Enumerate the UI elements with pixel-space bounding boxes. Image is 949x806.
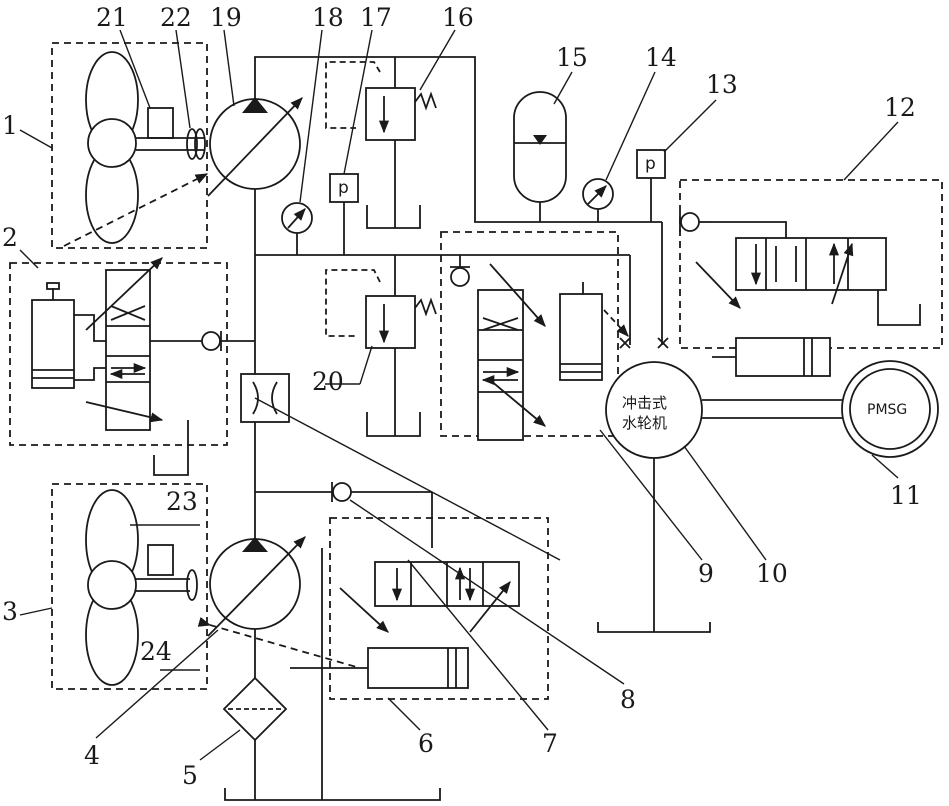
callout-8: 8 — [620, 685, 636, 714]
callout-16: 16 — [442, 3, 474, 32]
callout-23: 23 — [166, 487, 198, 516]
sensor-23 — [148, 545, 173, 575]
callout-7: 7 — [542, 729, 558, 758]
callout-18: 18 — [312, 3, 344, 32]
accumulator-15 — [514, 92, 566, 222]
callout-11: 11 — [890, 481, 922, 510]
callout-10: 10 — [756, 559, 788, 588]
callout-14: 14 — [645, 43, 677, 72]
turbine-label-line2: 水轮机 — [622, 414, 667, 432]
pump-4 — [208, 537, 305, 636]
sensor-21 — [148, 108, 173, 138]
pressure-gauge-18 — [282, 203, 312, 255]
callout-15: 15 — [556, 43, 588, 72]
hub-lower — [88, 561, 136, 609]
pressure-gauge-14 — [583, 179, 613, 222]
turbine-label-line1: 冲击式 — [622, 394, 667, 412]
hub-upper — [88, 119, 136, 167]
callout-19: 19 — [210, 3, 242, 32]
control-unit-2 — [10, 174, 227, 475]
callout-22: 22 — [160, 3, 192, 32]
callout-12: 12 — [884, 93, 916, 122]
callout-4: 4 — [84, 741, 100, 770]
pressure-sensor-13-label: p — [645, 154, 656, 174]
turbine-upper — [52, 43, 207, 248]
control-unit-12 — [680, 180, 942, 376]
callout-13: 13 — [706, 70, 738, 99]
generator-label: PMSG — [867, 402, 907, 418]
callout-9: 9 — [698, 559, 714, 588]
callout-20: 20 — [312, 367, 344, 396]
callout-21: 21 — [96, 3, 128, 32]
callout-3: 3 — [2, 597, 18, 626]
callout-6: 6 — [418, 729, 434, 758]
coupling-24 — [187, 570, 197, 600]
pressure-sensor-17-label: p — [338, 178, 349, 198]
relief-valve-lower — [326, 255, 436, 436]
callout-5: 5 — [182, 761, 198, 790]
callout-24: 24 — [140, 637, 172, 666]
pump-19 — [208, 97, 302, 196]
filter-5 — [224, 678, 286, 740]
throttle-valve — [241, 374, 289, 422]
callout-17: 17 — [360, 3, 392, 32]
callout-2: 2 — [2, 223, 18, 252]
callout-1: 1 — [2, 111, 18, 140]
